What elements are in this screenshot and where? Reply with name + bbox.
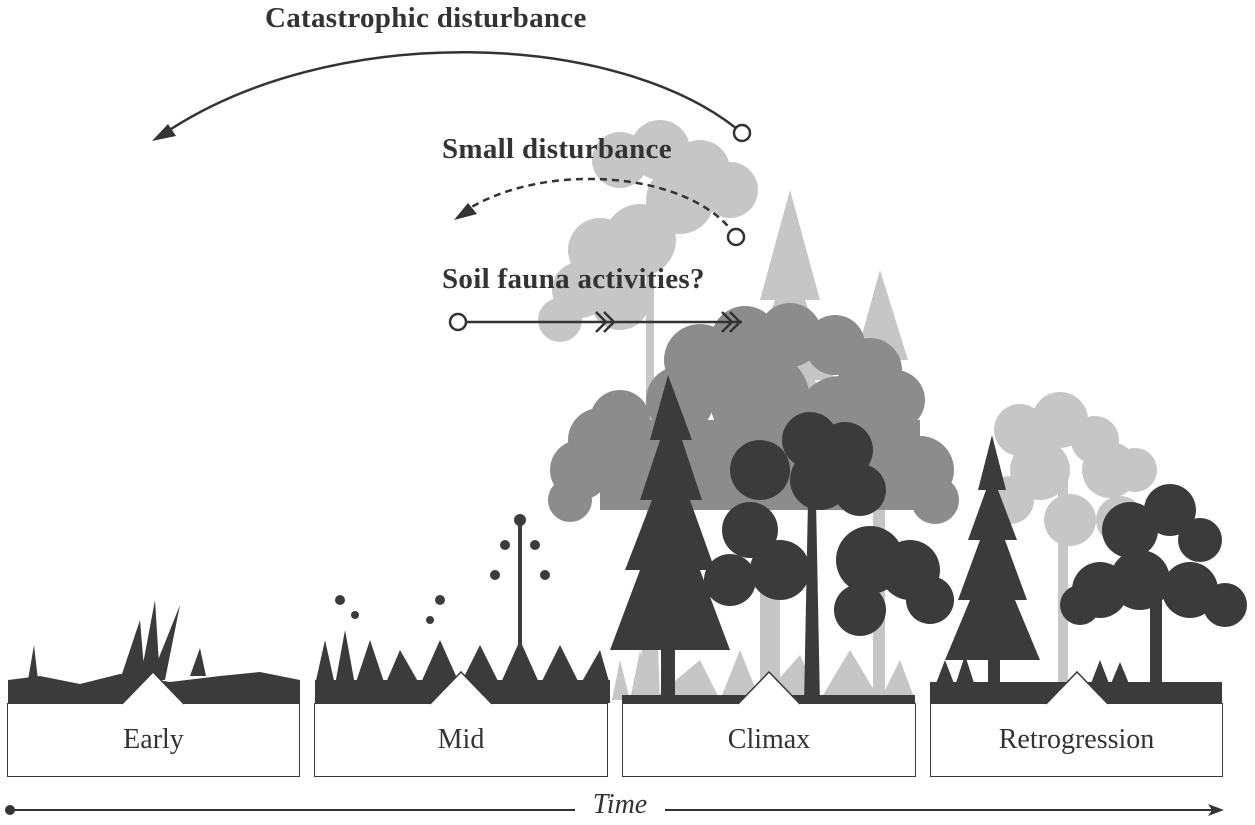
retrogression-dark-trees	[945, 435, 1247, 705]
catastrophic-disturbance-arrow	[152, 51, 752, 143]
climax-dark-trees	[610, 375, 954, 705]
stage-label-retrogression: Retrogression	[998, 724, 1155, 755]
stage-label-climax: Climax	[727, 724, 811, 755]
stage-box-retrogression: Retrogression	[930, 703, 1223, 777]
small-disturbance-label: Small disturbance	[442, 133, 672, 165]
ground-vegetation	[8, 514, 1222, 703]
stage-label-early: Early	[123, 724, 184, 755]
stage-box-early: Early	[7, 703, 300, 777]
soil-fauna-arrow	[448, 311, 742, 333]
soil-fauna-activities-label: Soil fauna activities?	[442, 263, 705, 295]
small-disturbance-arrow	[454, 177, 746, 247]
catastrophic-disturbance-label: Catastrophic disturbance	[265, 2, 587, 34]
time-axis-label: Time	[575, 789, 665, 821]
stage-label-mid: Mid	[437, 724, 485, 755]
stage-box-climax: Climax	[622, 703, 916, 777]
stage-box-mid: Mid	[314, 703, 608, 777]
